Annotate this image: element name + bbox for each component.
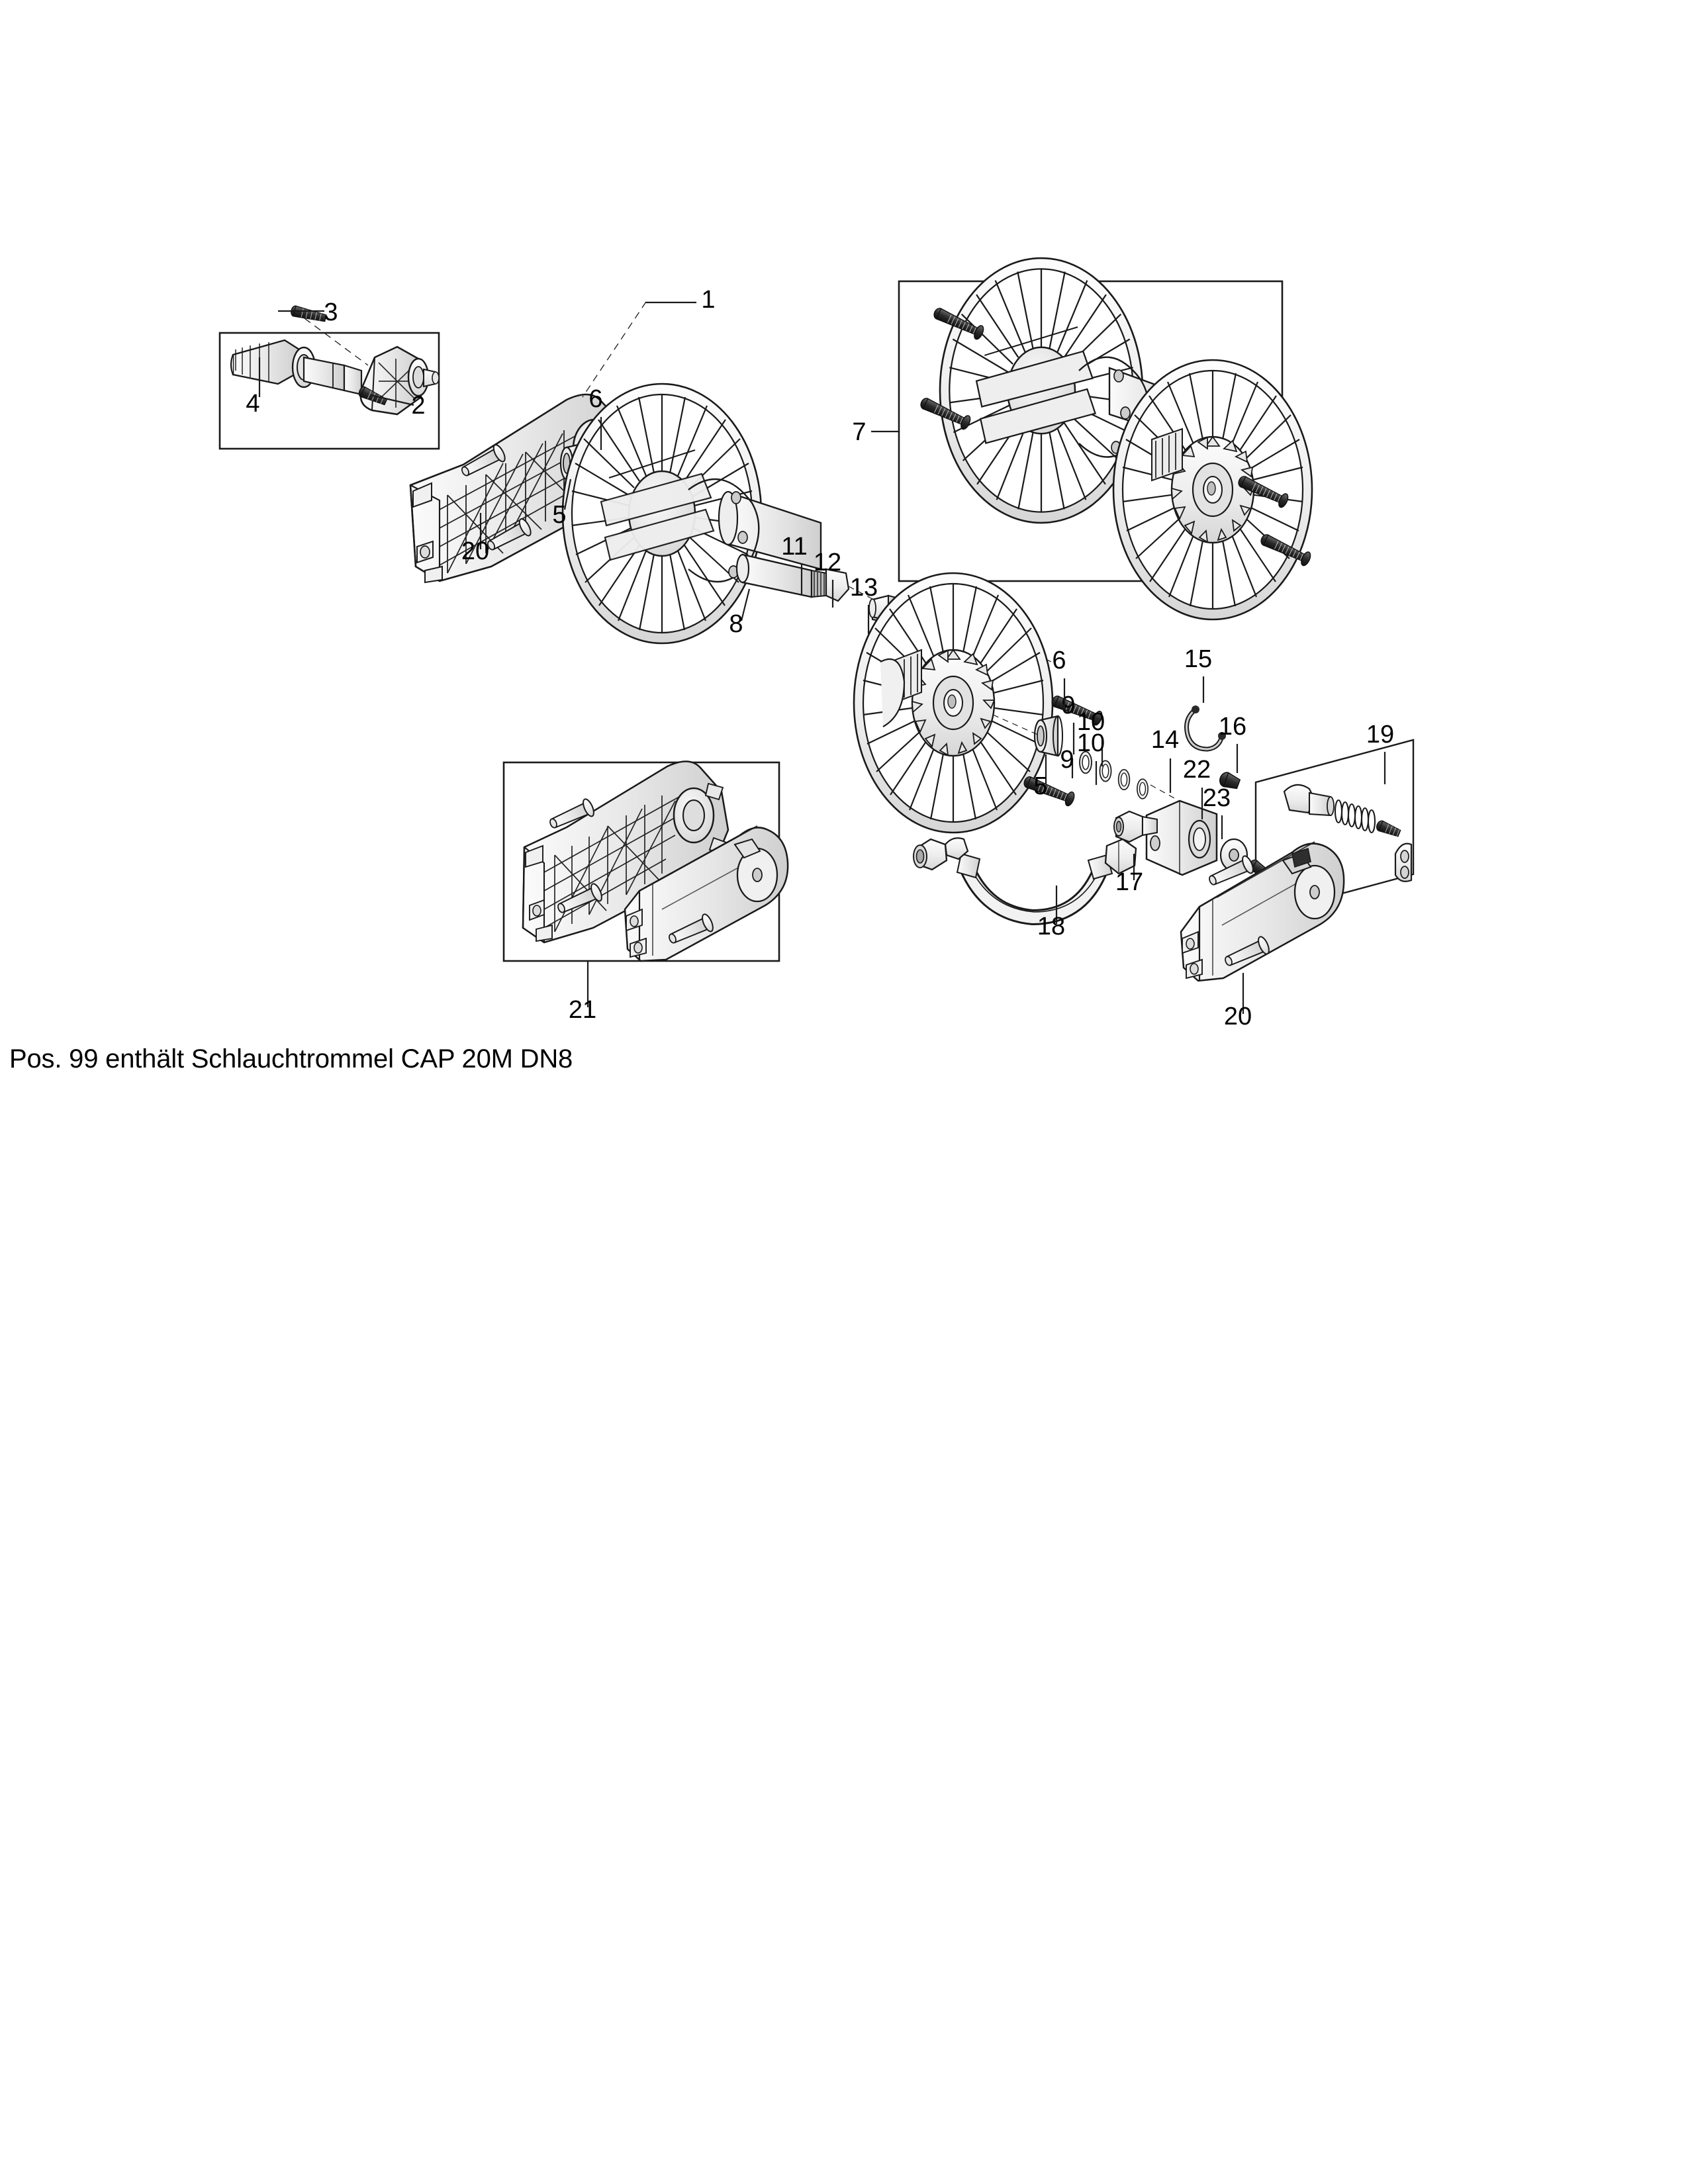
hose-drum-assembly-contents	[917, 257, 1313, 621]
callout-number-5: 5	[552, 501, 566, 529]
callout-number-2: 2	[411, 392, 425, 420]
callout-number-9: 9	[1061, 692, 1075, 719]
grip-shaft	[303, 356, 363, 396]
callout-number-20: 20	[461, 537, 489, 565]
connection-hose-part-18	[913, 837, 1137, 926]
callout-number-21: 21	[569, 996, 596, 1024]
callout-number-17: 17	[1115, 868, 1143, 896]
callout-layer: 1234567891011121314151617181920202122235…	[246, 286, 1394, 1030]
callout-number-6: 6	[588, 385, 602, 413]
latch-spring-assembly-contents	[1283, 784, 1413, 882]
callout-leader-8	[740, 588, 751, 621]
crank-handle-assembly-box	[218, 332, 440, 450]
o-ring-part-9-b	[1137, 778, 1149, 799]
callout-number-4: 4	[246, 390, 259, 418]
diagram-caption: Pos. 99 enthält Schlauchtrommel CAP 20M …	[9, 1044, 573, 1073]
callout-number-10b: 10	[1077, 729, 1105, 757]
callout-number-13: 13	[850, 574, 878, 602]
reel-disc-left	[561, 383, 763, 645]
drum-body-left	[688, 478, 822, 583]
callout-number-1: 1	[701, 286, 715, 314]
callout-number-5b: 5	[1033, 772, 1047, 800]
callout-number-23: 23	[1203, 784, 1231, 812]
callout-number-12: 12	[814, 549, 841, 576]
callout-number-7: 7	[852, 418, 866, 446]
swivel-body-part-14	[1145, 799, 1218, 876]
callout-number-22: 22	[1183, 756, 1211, 784]
small-screw-part-16	[1219, 772, 1241, 790]
latch-screw	[1376, 820, 1401, 837]
callout-number-11: 11	[781, 533, 807, 561]
housing-half-outer-part-21b	[624, 825, 789, 962]
crank-arm	[359, 345, 440, 416]
back-up-ring-part-10-b	[1117, 768, 1131, 791]
callout-number-19: 19	[1366, 721, 1394, 749]
callout-leader-2	[370, 394, 414, 406]
callout-number-16: 16	[1219, 713, 1246, 741]
long-screw-part-6-right-lower	[1021, 773, 1077, 808]
retaining-clip-part-15	[1184, 705, 1226, 752]
callout-number-3: 3	[324, 298, 338, 326]
drum-shaft-part-8	[735, 553, 850, 602]
crank-grip-part-4	[230, 339, 301, 385]
right-housing	[1180, 841, 1345, 982]
bearing-bush-part-5-right	[1033, 715, 1064, 757]
hose-nipple-part-17	[1113, 810, 1158, 843]
callout-number-9b: 9	[1060, 746, 1074, 774]
callout-number-18: 18	[1037, 913, 1065, 940]
callout-number-6b: 6	[1052, 647, 1066, 674]
callout-number-14: 14	[1151, 726, 1179, 754]
callout-number-20b: 20	[1224, 1003, 1252, 1030]
callout-number-15: 15	[1184, 645, 1212, 673]
grip-screw-part-3	[291, 305, 327, 322]
callout-number-10: 10	[1077, 708, 1105, 736]
callout-leader-5	[563, 478, 572, 510]
callout-number-8: 8	[729, 610, 743, 638]
crank-handle-group	[230, 305, 440, 416]
drum-stub-right	[880, 649, 922, 727]
